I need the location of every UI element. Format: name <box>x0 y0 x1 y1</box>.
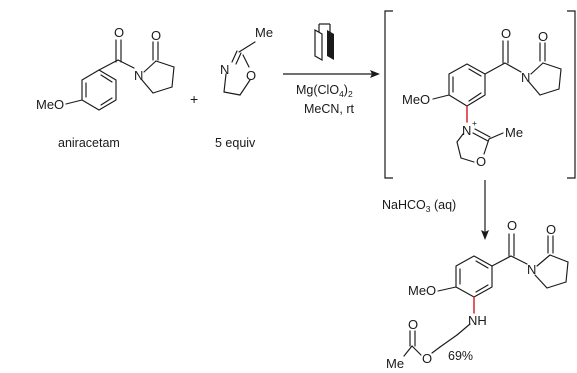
intermediate-methyl: Me <box>505 125 523 140</box>
intermediate-oxazolinium-oxygen: O <box>476 154 486 169</box>
intermediate-oxazolinium-nitrogen: N <box>462 123 471 138</box>
aniracetam-label: aniracetam <box>58 136 120 150</box>
oxazoline-oxygen: O <box>246 68 256 83</box>
product-ester-carbonyl-oxygen: O <box>408 317 418 332</box>
aniracetam-carbonyl-oxygen: O <box>114 25 124 40</box>
product-carbonyl-oxygen: O <box>507 218 517 233</box>
aniracetam-ring-oxygen: O <box>151 28 161 43</box>
intermediate-positive-charge: + <box>472 118 477 128</box>
oxazoline-methyl: Me <box>255 25 273 40</box>
product-ester-oxygen: O <box>422 351 432 366</box>
intermediate-ring-nitrogen: N <box>521 70 530 85</box>
product-structure: O O N MeO NH O O Me <box>386 218 569 371</box>
oxazoline-nitrogen: N <box>220 62 229 77</box>
aniracetam-ring-nitrogen: N <box>134 68 143 83</box>
oxazoline-equivalents: 5 equiv <box>215 136 256 150</box>
conditions-solvent: MeCN, rt <box>304 102 355 116</box>
product-yield: 69% <box>448 349 473 363</box>
right-bracket <box>567 10 576 179</box>
intermediate-methoxy: MeO <box>402 92 430 107</box>
conditions-reagent: Mg(ClO4)2 <box>296 83 353 99</box>
intermediate-structure: O O N MeO N + Me O <box>402 26 562 169</box>
oxazoline-structure: Me N O <box>220 25 273 96</box>
product-ring-nitrogen: N <box>527 262 536 277</box>
product-amine: NH <box>468 313 487 328</box>
product-acetyl-methyl: Me <box>386 356 404 371</box>
aniracetam-structure: O O N MeO <box>36 25 175 112</box>
electrodes-icon <box>314 23 334 62</box>
step2-reagent: NaHCO3 (aq) <box>382 198 456 214</box>
product-ring-oxygen: O <box>546 222 556 237</box>
intermediate-carbonyl-oxygen: O <box>501 26 511 41</box>
left-bracket <box>384 10 393 179</box>
aniracetam-methoxy: MeO <box>36 97 64 112</box>
product-methoxy: MeO <box>408 283 436 298</box>
intermediate-ring-oxygen: O <box>538 29 548 44</box>
plus-sign: + <box>190 91 198 107</box>
